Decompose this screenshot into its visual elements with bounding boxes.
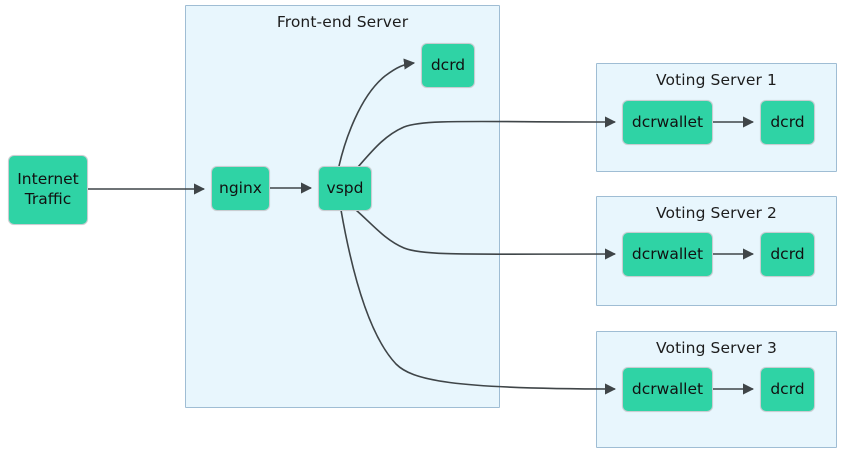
node-voting1-dcrwallet-label: dcrwallet [631,112,704,131]
node-voting1-dcrwallet[interactable]: dcrwallet [622,100,713,145]
node-frontend-dcrd-label: dcrd [430,55,466,74]
cluster-voting-server-1-title: Voting Server 1 [656,71,777,89]
node-nginx[interactable]: nginx [211,166,270,211]
cluster-voting-server-3-title: Voting Server 3 [656,339,777,357]
node-vspd[interactable]: vspd [318,166,372,211]
node-voting3-dcrwallet[interactable]: dcrwallet [622,367,713,412]
node-internet-traffic[interactable]: Internet Traffic [8,155,88,225]
node-voting2-dcrd[interactable]: dcrd [760,232,815,277]
node-voting1-dcrd-label: dcrd [770,112,805,131]
node-voting1-dcrd[interactable]: dcrd [760,100,815,145]
node-internet-traffic-line2: Traffic [24,190,72,208]
node-nginx-label: nginx [219,178,262,197]
node-voting3-dcrwallet-label: dcrwallet [631,379,704,398]
cluster-voting-server-2-title: Voting Server 2 [656,204,777,222]
node-vspd-label: vspd [326,178,364,197]
node-voting2-dcrwallet-label: dcrwallet [631,244,704,263]
node-internet-traffic-line1: Internet [17,170,79,189]
node-voting2-dcrwallet[interactable]: dcrwallet [622,232,713,277]
node-frontend-dcrd[interactable]: dcrd [421,43,475,88]
node-voting2-dcrd-label: dcrd [770,244,805,263]
cluster-frontend-server-title: Front-end Server [276,13,409,31]
node-voting3-dcrd[interactable]: dcrd [760,367,815,412]
node-voting3-dcrd-label: dcrd [770,379,805,398]
